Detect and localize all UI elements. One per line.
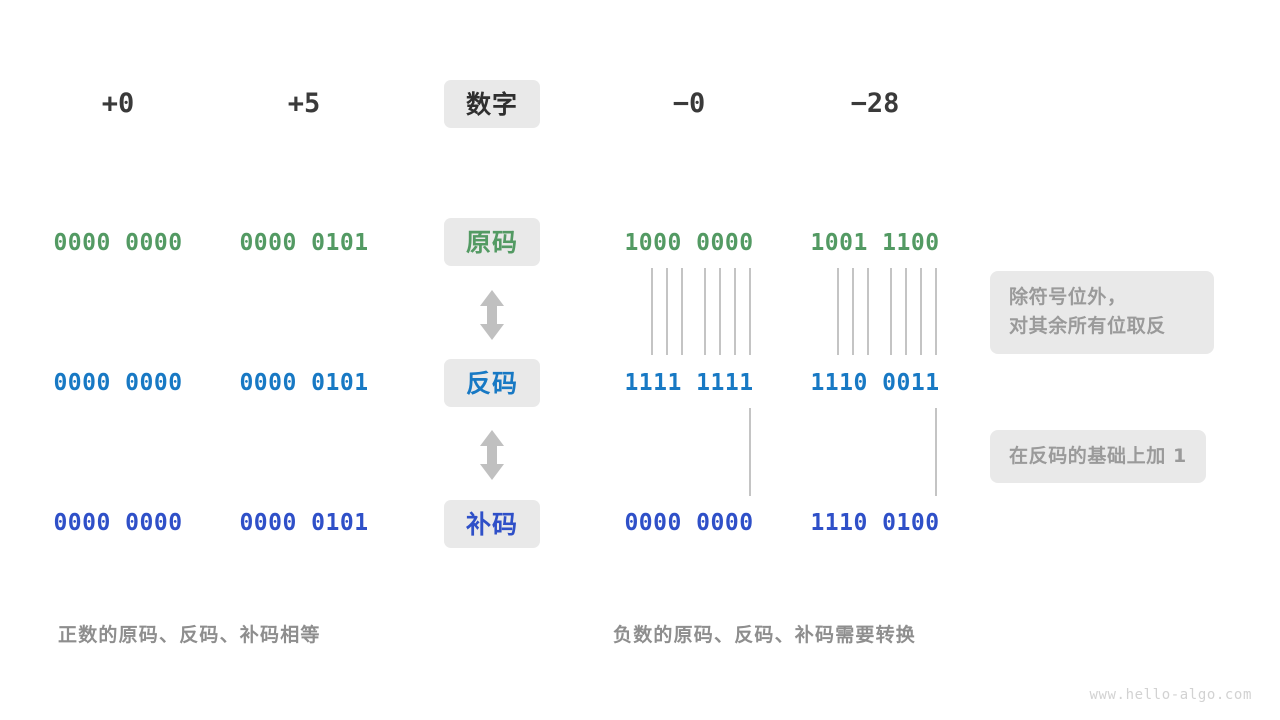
header-value-plus-zero: +0 bbox=[101, 88, 135, 119]
header-value-minus-zero: −0 bbox=[672, 88, 706, 119]
row-label-ones-complement-text: 反码 bbox=[465, 368, 518, 398]
value-plus-zero-yuan: 0000 0000 bbox=[53, 230, 183, 256]
value-plus-zero-bu: 0000 0000 bbox=[53, 510, 183, 536]
value-plus-five-fan: 0000 0101 bbox=[239, 370, 369, 396]
value-minus-28-fan: 1110 0011 bbox=[810, 370, 940, 396]
value-plus-five-bu: 0000 0101 bbox=[239, 510, 369, 536]
value-minus-28-bu: 1110 0100 bbox=[810, 510, 940, 536]
header-value-plus-five: +5 bbox=[287, 88, 321, 119]
double-arrow-vertical-icon-fan-bu bbox=[474, 429, 510, 485]
value-minus-zero-bu: 0000 0000 bbox=[624, 510, 754, 536]
header-value-minus-28: −28 bbox=[850, 88, 900, 119]
value-minus-zero-yuan: 1000 0000 bbox=[624, 230, 754, 256]
row-label-sign-magnitude: 原码 bbox=[444, 218, 540, 266]
value-minus-zero-fan: 1111 1111 bbox=[624, 370, 754, 396]
watermark: www.hello-algo.com bbox=[1089, 687, 1252, 703]
callout-invert-bits-line1: 除符号位外， bbox=[1009, 286, 1127, 308]
row-label-ones-complement: 反码 bbox=[444, 359, 540, 407]
double-arrow-vertical-icon-yuan-fan bbox=[474, 289, 510, 345]
callout-invert-bits-line2: 对其余所有位取反 bbox=[1009, 315, 1166, 338]
row-label-twos-complement: 补码 bbox=[444, 500, 540, 548]
callout-add-one-line1: 在反码的基础上加 1 bbox=[1009, 445, 1187, 467]
row-label-sign-magnitude-text: 原码 bbox=[465, 227, 518, 257]
value-minus-28-yuan: 1001 1100 bbox=[810, 230, 940, 256]
row-label-number-text: 数字 bbox=[465, 89, 518, 119]
caption-positive: 正数的原码、反码、补码相等 bbox=[58, 624, 321, 646]
caption-negative: 负数的原码、反码、补码需要转换 bbox=[613, 624, 917, 646]
row-label-twos-complement-text: 补码 bbox=[465, 509, 518, 539]
value-plus-zero-fan: 0000 0000 bbox=[53, 370, 183, 396]
callout-invert-bits: 除符号位外， 对其余所有位取反 bbox=[990, 271, 1214, 354]
row-label-number: 数字 bbox=[444, 80, 540, 128]
value-plus-five-yuan: 0000 0101 bbox=[239, 230, 369, 256]
callout-add-one: 在反码的基础上加 1 bbox=[990, 430, 1206, 484]
